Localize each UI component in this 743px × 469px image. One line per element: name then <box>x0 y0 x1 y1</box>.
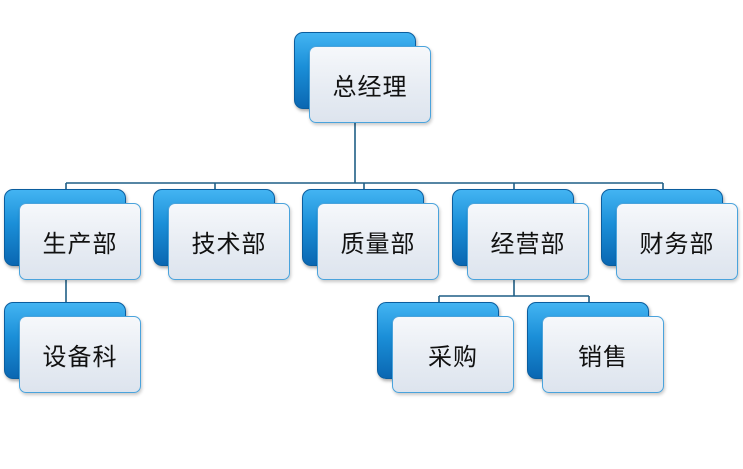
node-label: 生产部 <box>19 203 141 280</box>
node-sub-equipment: 设备科 <box>4 302 141 393</box>
node-label: 设备科 <box>19 316 141 393</box>
node-sub-sales: 销售 <box>527 302 664 393</box>
node-label: 采购 <box>392 316 514 393</box>
node-sub-purchasing: 采购 <box>377 302 514 393</box>
node-label: 总经理 <box>309 46 431 123</box>
node-label: 财务部 <box>616 203 738 280</box>
node-general-manager: 总经理 <box>294 32 431 124</box>
node-label: 经营部 <box>467 203 589 280</box>
node-dept-quality: 质量部 <box>302 189 439 280</box>
node-dept-technology: 技术部 <box>153 189 290 280</box>
node-dept-finance: 财务部 <box>601 189 738 280</box>
node-dept-operations: 经营部 <box>452 189 589 280</box>
node-label: 质量部 <box>317 203 439 280</box>
node-label: 技术部 <box>168 203 290 280</box>
node-dept-production: 生产部 <box>4 189 141 280</box>
node-label: 销售 <box>542 316 664 393</box>
